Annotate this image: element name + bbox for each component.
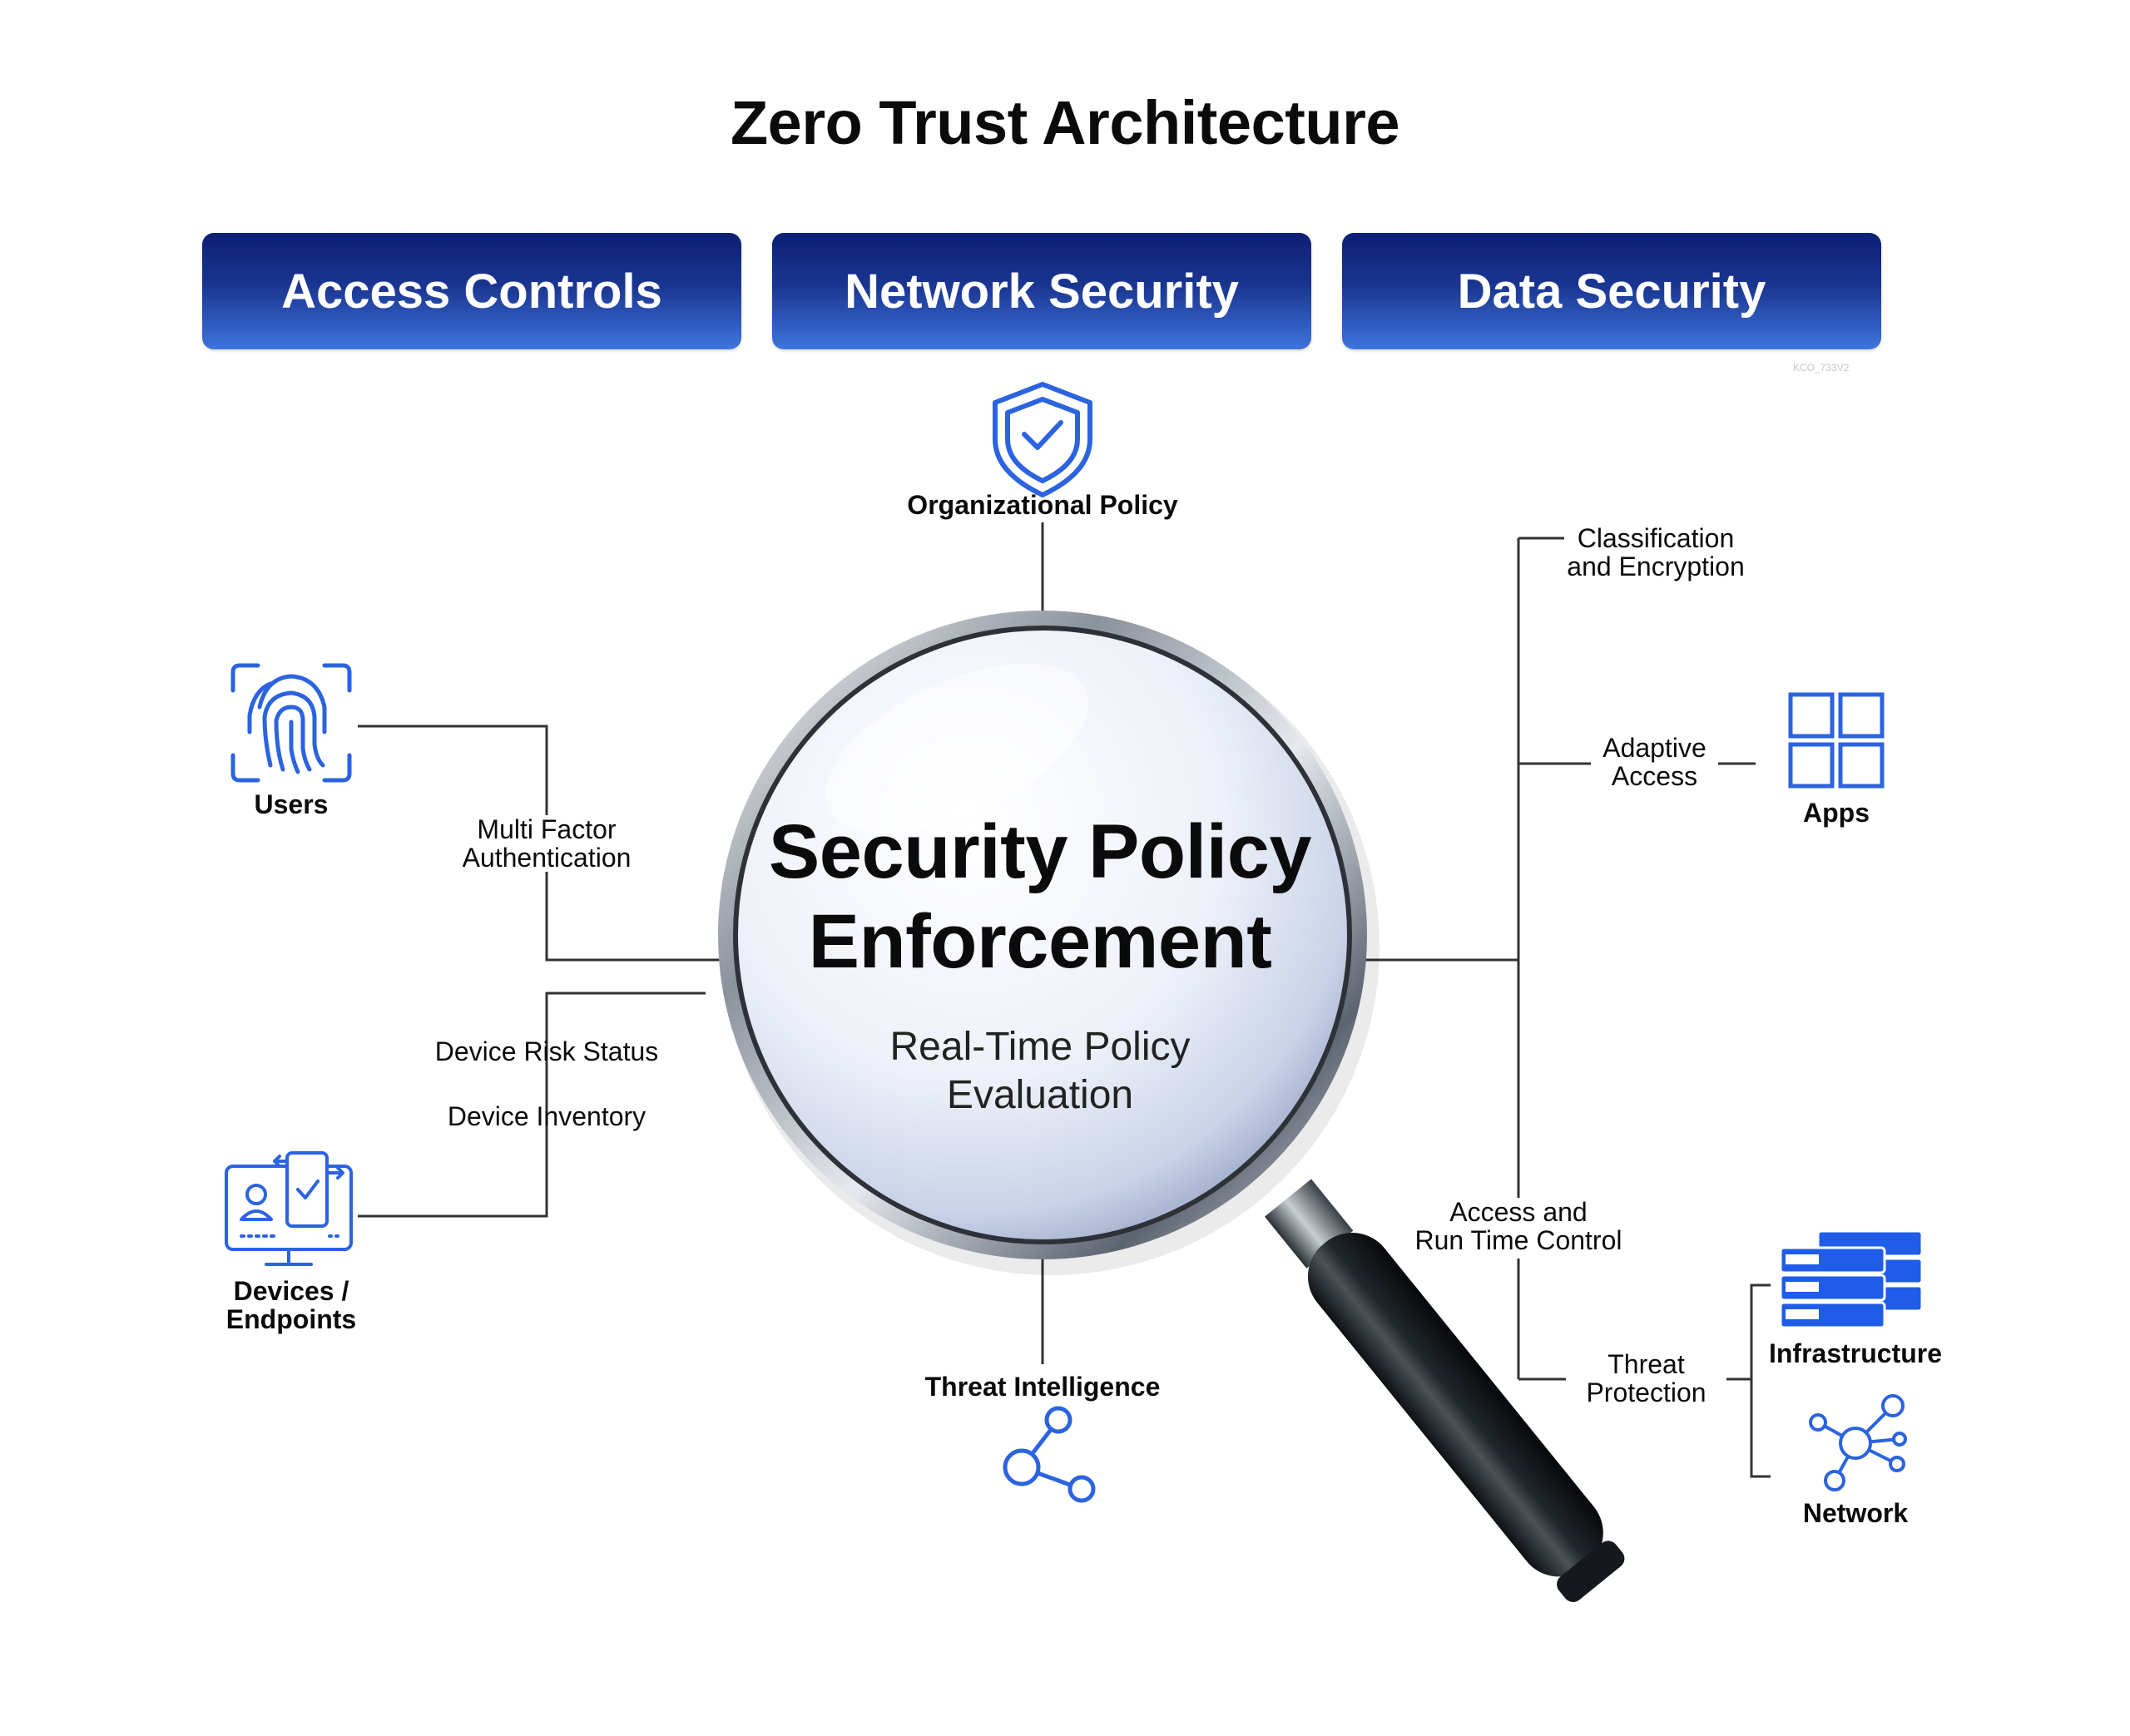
pill-network-security: Network Security	[772, 233, 1311, 349]
fingerprint-icon	[230, 663, 352, 783]
threat-protection-line1: Threat	[1607, 1349, 1685, 1379]
center-title-line1: Security Policy	[768, 809, 1312, 894]
devices-label-line2: Endpoints	[225, 1304, 357, 1334]
pill-access-controls: Access Controls	[202, 233, 741, 349]
users-label: Users	[254, 789, 329, 819]
network-hub-icon	[1809, 1394, 1907, 1491]
center-title-line2: Enforcement	[808, 899, 1272, 984]
device-risk-status-label: Device Risk Status	[434, 1036, 659, 1066]
adaptive-access-label: Adaptive Access	[1591, 734, 1718, 790]
share-nodes-icon	[1003, 1406, 1096, 1503]
shield-check-icon	[993, 382, 1092, 497]
apps-grid-icon	[1788, 692, 1885, 789]
magnifier-handle	[1265, 1179, 1625, 1602]
pill-data-security: Data Security	[1342, 233, 1881, 349]
threat-intelligence-label: Threat Intelligence	[924, 1372, 1161, 1402]
magnifier-lens	[718, 611, 1380, 1275]
apps-label: Apps	[1803, 798, 1870, 828]
page-title: Zero Trust Architecture	[730, 88, 1400, 157]
devices-endpoints-icon	[225, 1151, 353, 1266]
access-runtime-control-label: Access and Run Time Control	[1402, 1198, 1635, 1254]
classification-line1: Classification	[1577, 523, 1735, 553]
adaptive-line2: Access	[1611, 761, 1698, 791]
center-subtitle-line2: Evaluation	[946, 1073, 1134, 1117]
devices-label-line1: Devices /	[233, 1276, 349, 1306]
adaptive-line1: Adaptive	[1602, 733, 1706, 763]
access-runtime-line1: Access and	[1449, 1197, 1588, 1227]
mfa-label-line2: Authentication	[462, 843, 632, 873]
center-title: Security Policy Enforcement	[732, 807, 1348, 987]
network-label: Network	[1802, 1498, 1909, 1528]
threat-protection-line2: Protection	[1586, 1377, 1706, 1407]
infrastructure-label: Infrastructure	[1768, 1338, 1943, 1368]
classification-line2: and Encryption	[1567, 551, 1745, 581]
center-subtitle-line1: Real-Time Policy	[889, 1025, 1191, 1069]
watermark: KCO_733V2	[1793, 362, 1850, 373]
organizational-policy-label: Organizational Policy	[907, 490, 1178, 520]
devices-endpoints-label: Devices / Endpoints	[191, 1277, 391, 1333]
classification-encryption-label: Classification and Encryption	[1564, 524, 1747, 581]
mfa-label-line1: Multi Factor	[477, 814, 617, 844]
mfa-label: Multi Factor Authentication	[416, 815, 677, 872]
device-inventory-label: Device Inventory	[447, 1101, 646, 1131]
server-stack-icon	[1779, 1229, 1924, 1329]
threat-protection-label: Threat Protection	[1566, 1350, 1726, 1407]
center-subtitle: Real-Time Policy Evaluation	[749, 1023, 1331, 1120]
access-runtime-line2: Run Time Control	[1414, 1225, 1622, 1255]
